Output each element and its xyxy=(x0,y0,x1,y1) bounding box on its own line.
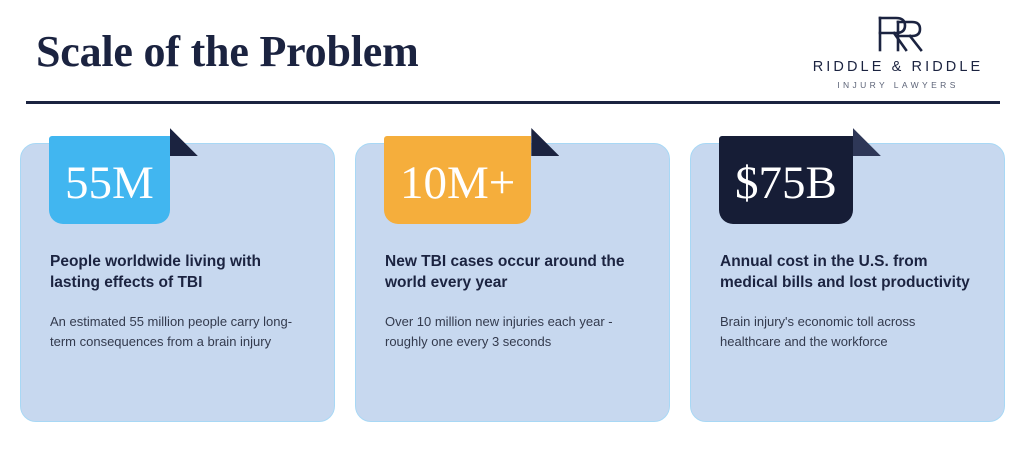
stat-card: $75B Annual cost in the U.S. from medica… xyxy=(690,128,1005,422)
stat-badge: $75B xyxy=(719,128,881,224)
stat-badge: 55M xyxy=(49,128,198,224)
stat-description: An estimated 55 million people carry lon… xyxy=(50,313,293,349)
stat-heading: New TBI cases occur around the world eve… xyxy=(385,253,625,291)
badge-fold-corner-icon xyxy=(531,128,560,156)
stat-description: Over 10 million new injuries each year -… xyxy=(385,313,613,349)
stat-value: 55M xyxy=(65,156,154,209)
logo-tagline: INJURY LAWYERS xyxy=(837,80,959,90)
header-divider xyxy=(26,101,1000,104)
stat-value: 10M+ xyxy=(400,156,516,209)
stat-card-list: 55M People worldwide living with lasting… xyxy=(0,128,1024,428)
stat-card-body: Annual cost in the U.S. from medical bil… xyxy=(720,252,978,365)
stat-badge: 10M+ xyxy=(384,128,560,224)
stat-card: 55M People worldwide living with lasting… xyxy=(20,128,335,422)
stat-card-body: New TBI cases occur around the world eve… xyxy=(385,252,643,365)
header: Scale of the Problem xyxy=(0,0,1024,110)
stat-heading: Annual cost in the U.S. from medical bil… xyxy=(720,253,970,291)
brand-logo: RIDDLE & RIDDLE INJURY LAWYERS xyxy=(800,14,996,96)
rr-monogram-icon xyxy=(800,14,996,54)
stat-heading: People worldwide living with lasting eff… xyxy=(50,253,261,291)
stat-value: $75B xyxy=(735,156,837,209)
badge-fold-corner-icon xyxy=(169,128,198,156)
badge-fold-corner-icon xyxy=(852,128,881,156)
stat-description: Brain injury's economic toll across heal… xyxy=(720,313,916,349)
stat-card: 10M+ New TBI cases occur around the worl… xyxy=(355,128,670,422)
stat-card-body: People worldwide living with lasting eff… xyxy=(50,252,308,365)
page-title: Scale of the Problem xyxy=(36,27,419,76)
logo-firm-name: RIDDLE & RIDDLE xyxy=(812,59,984,75)
